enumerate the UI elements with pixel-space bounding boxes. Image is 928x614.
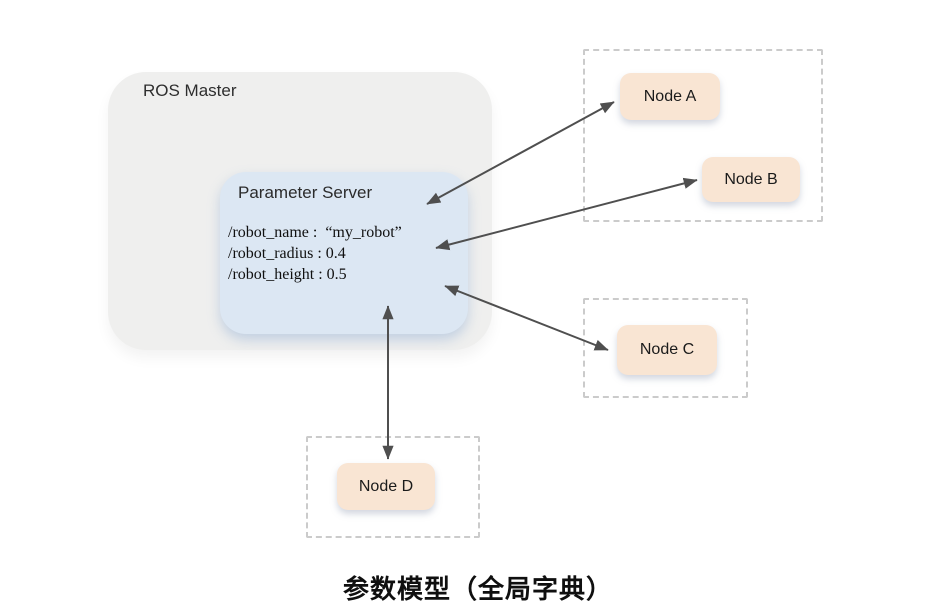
node-d-box: Node D <box>337 463 435 510</box>
node-a-box: Node A <box>620 73 720 120</box>
node-b-box: Node B <box>702 157 800 202</box>
parameter-entry-robot-radius: /robot_radius : 0.4 <box>228 245 346 262</box>
parameter-server-entries: /robot_name : “my_robot” /robot_radius :… <box>228 222 402 285</box>
node-c-box: Node C <box>617 325 717 375</box>
parameter-entry-robot-name: /robot_name : “my_robot” <box>228 224 402 241</box>
ros-master-label: ROS Master <box>143 81 237 100</box>
node-d-label: Node D <box>358 477 414 495</box>
diagram-caption: 参数模型（全局字典） <box>342 574 614 604</box>
node-a-label: Node A <box>643 87 697 105</box>
parameter-entry-robot-height: /robot_height : 0.5 <box>228 266 347 283</box>
parameter-server-title: Parameter Server <box>238 183 373 202</box>
node-c-label: Node C <box>639 341 695 358</box>
parameter-server-box: Parameter Server /robot_name : “my_robot… <box>220 172 468 334</box>
node-b-label: Node B <box>724 170 778 188</box>
